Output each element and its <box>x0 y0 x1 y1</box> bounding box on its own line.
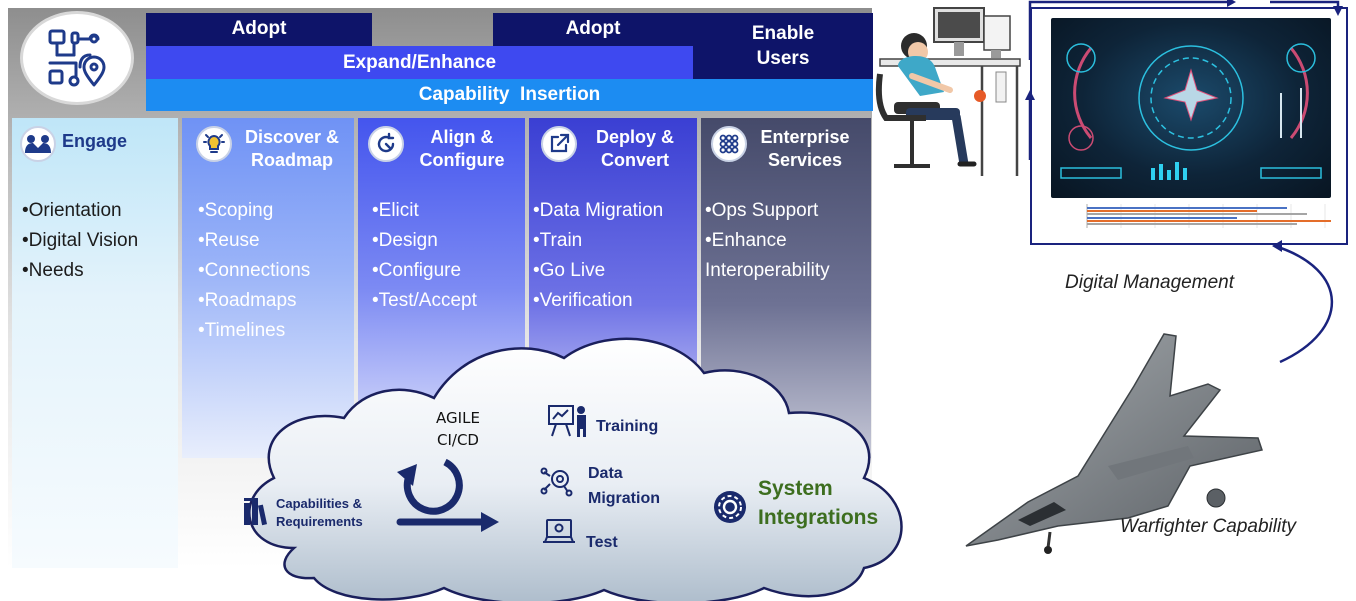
grid-icon <box>711 126 747 162</box>
deploy-title: Deploy & Convert <box>595 127 674 170</box>
adopt-banner-right: Adopt <box>493 13 693 46</box>
enable-users-banner: Enable Users <box>693 13 873 79</box>
gear-icon <box>714 491 746 523</box>
handshake-icon <box>20 126 56 162</box>
refresh-icon <box>368 126 404 162</box>
hud-screen-illustration <box>1051 18 1331 198</box>
list-item: Enhance Interoperability <box>705 226 865 286</box>
engage-list: Orientation Digital Vision Needs <box>22 196 138 286</box>
connector-lines <box>1025 0 1343 364</box>
cicd-label: CI/CD <box>437 431 479 449</box>
desk-worker-illustration <box>875 7 1021 176</box>
enterprise-list: Ops Support Enhance Interoperability <box>705 196 865 286</box>
list-item: Design <box>372 226 477 256</box>
mini-bar-chart-illustration <box>1086 204 1331 228</box>
agile-loop-icon <box>396 458 499 532</box>
data-migration-label: Data Migration <box>588 465 660 507</box>
books-icon <box>244 498 268 526</box>
align-header: Align & Configure <box>368 126 514 172</box>
training-icon <box>548 405 586 437</box>
list-item: Connections <box>198 256 311 286</box>
expand-enhance-banner: Expand/Enhance <box>146 46 693 79</box>
enable-users-label: Enable Users <box>751 23 815 69</box>
list-item: Data Migration <box>533 196 664 226</box>
list-item: Verification <box>533 286 663 316</box>
discover-list: Scoping Reuse Connections Roadmaps Timel… <box>198 196 311 346</box>
agile-cicd-label: AGILE CI/CD <box>428 407 488 451</box>
data-migration-icon <box>540 467 573 497</box>
capabilities-label: Capabilities & Requirements <box>276 496 363 529</box>
agile-label: AGILE <box>436 409 480 427</box>
list-item: Configure <box>372 256 477 286</box>
list-item: Needs <box>22 256 138 286</box>
capability-insertion-banner: Capability Insertion <box>146 79 873 111</box>
engage-title: Engage <box>62 131 128 151</box>
list-item: Timelines <box>198 316 310 346</box>
enterprise-header: Enterprise Services <box>711 126 857 172</box>
training-label: Training <box>596 418 659 435</box>
fighter-jet-illustration <box>965 333 1263 554</box>
align-title: Align & Configure <box>419 127 505 170</box>
lightbulb-icon <box>196 126 232 162</box>
column-discover-roadmap: Discover & Roadmap Scoping Reuse Connect… <box>182 118 354 458</box>
list-item: Orientation <box>22 196 138 226</box>
list-item: Go Live <box>533 256 663 286</box>
discover-title: Discover & Roadmap <box>244 127 340 170</box>
deploy-header: Deploy & Convert <box>541 126 687 172</box>
test-laptop-icon <box>543 519 575 543</box>
list-item: Train <box>533 226 663 256</box>
list-item: Ops Support <box>705 196 865 226</box>
system-integrations-label: System Integrations <box>758 477 879 529</box>
engage-header: Engage <box>20 126 127 162</box>
column-engage: Engage Orientation Digital Vision Needs <box>12 118 178 568</box>
list-item: Digital Vision <box>22 226 138 256</box>
list-item: Roadmaps <box>198 286 310 316</box>
discover-header: Discover & Roadmap <box>196 126 348 172</box>
warfighter-capability-caption: Warfighter Capability <box>1120 516 1297 537</box>
digital-management-caption: Digital Management <box>1065 272 1234 293</box>
align-list: Elicit Design Configure Test/Accept <box>372 196 477 316</box>
circuit-logo-icon <box>20 11 134 105</box>
test-label: Test <box>586 534 618 551</box>
cloud-shape <box>248 337 903 601</box>
list-item: Test/Accept <box>372 286 477 316</box>
deploy-list: Data Migration Train Go Live Verificatio… <box>533 196 664 316</box>
enterprise-title: Enterprise Services <box>760 127 850 170</box>
list-item: Elicit <box>372 196 477 226</box>
list-item: Scoping <box>198 196 310 226</box>
adopt-banner-left: Adopt <box>146 13 372 46</box>
list-item: Reuse <box>198 226 310 256</box>
export-icon <box>541 126 577 162</box>
